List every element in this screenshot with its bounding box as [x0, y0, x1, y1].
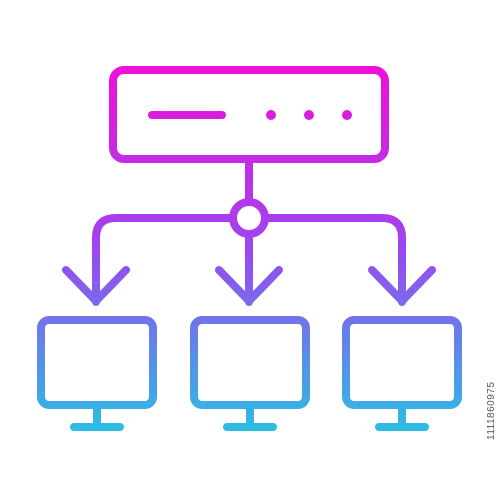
left-branch-line: [92, 214, 237, 306]
network-hub-icon: [92, 155, 406, 306]
arrow-down-icon-left: [62, 266, 130, 305]
computer-monitor-icon-right: [342, 316, 462, 431]
server-indicator-lights: [266, 110, 352, 120]
arrow-down-icon-center: [215, 266, 283, 305]
stock-image-id: 1111860975: [486, 381, 497, 440]
right-branch-line: [261, 214, 406, 306]
server-light-2: [304, 110, 314, 120]
computer-monitor-icon-left: [37, 316, 157, 431]
hub-node: [229, 198, 269, 238]
computer-monitor-icon-center: [190, 316, 310, 431]
server-light-3: [342, 110, 352, 120]
arrow-down-icon-right: [368, 266, 436, 305]
server-light-1: [266, 110, 276, 120]
